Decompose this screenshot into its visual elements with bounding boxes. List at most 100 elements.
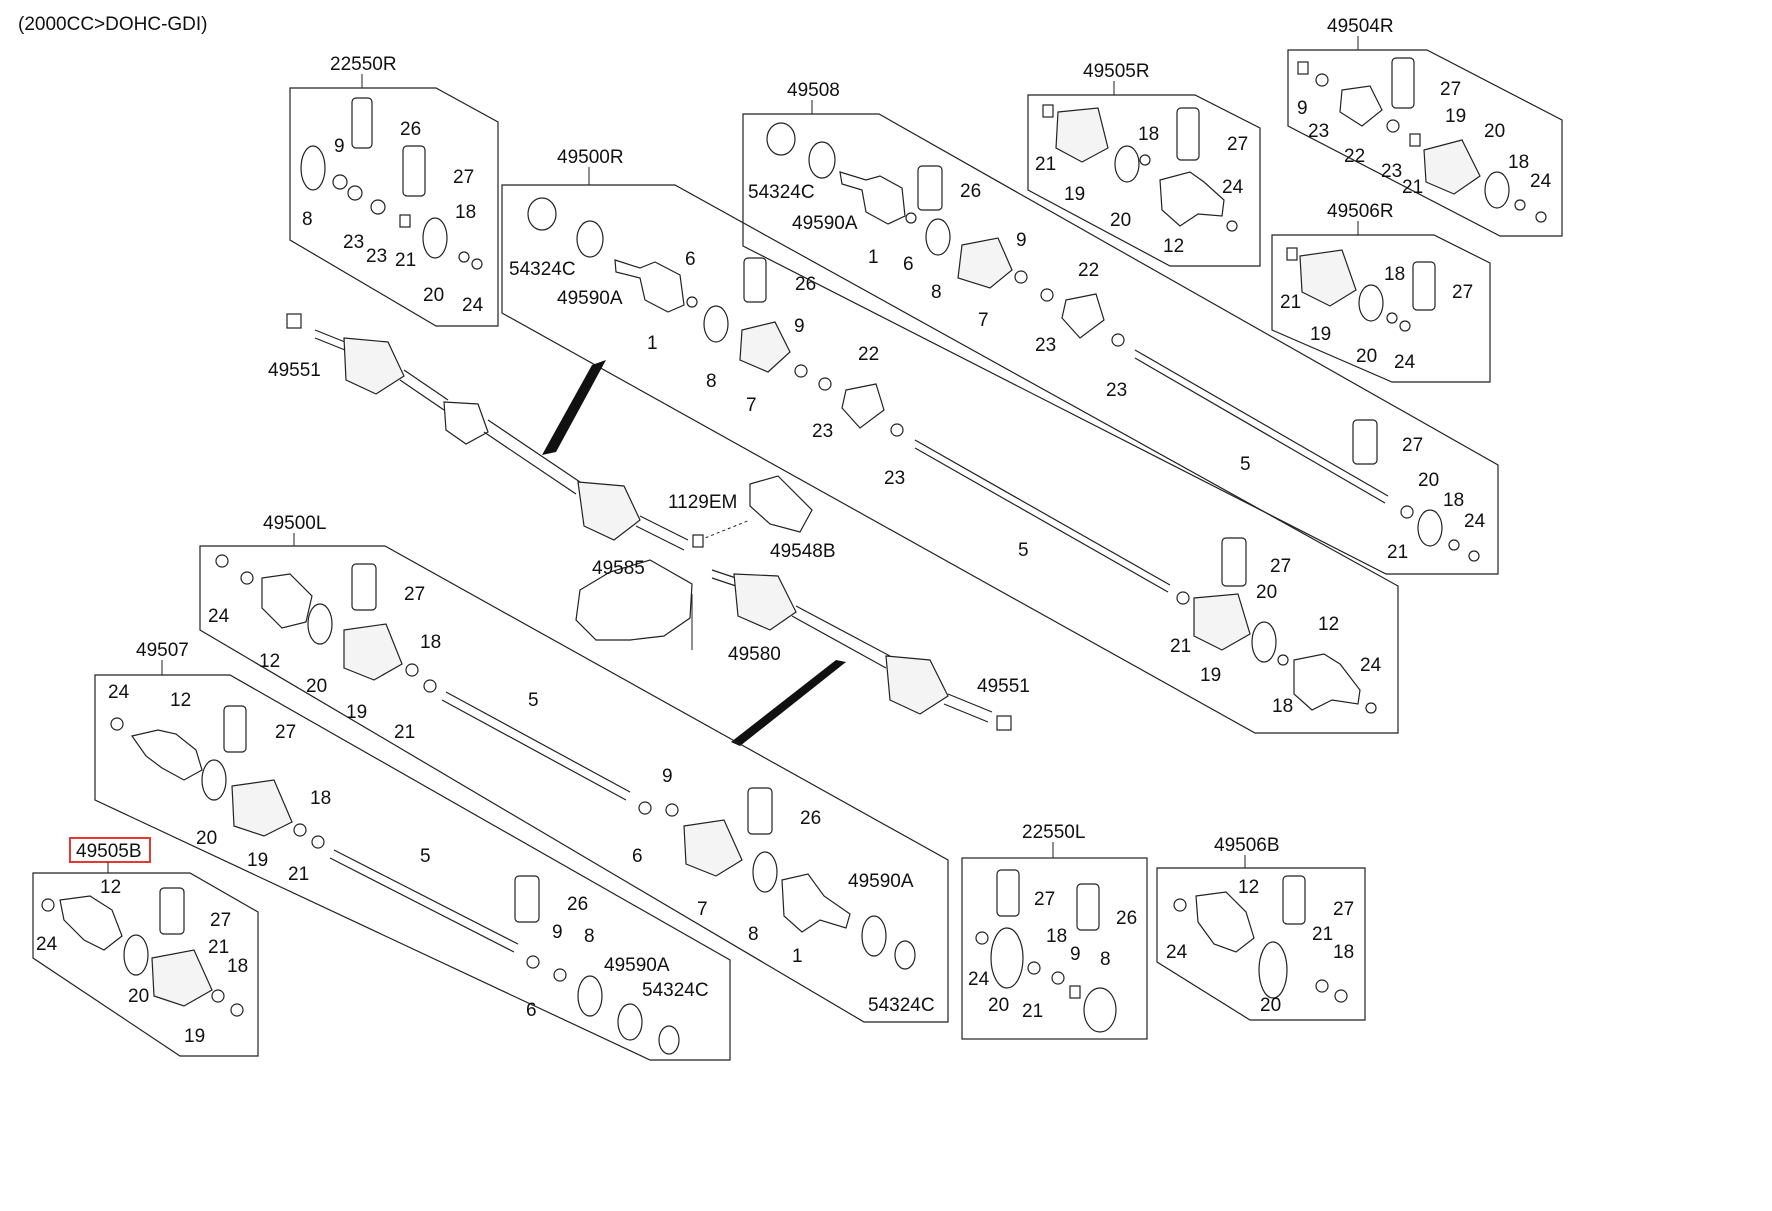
svg-text:18: 18: [310, 788, 331, 809]
group-49505B: 49505B 12 27 24 20 21 18 19: [32, 837, 259, 1057]
svg-text:21: 21: [1280, 292, 1301, 313]
svg-text:24: 24: [208, 606, 230, 627]
svg-text:54324C: 54324C: [509, 259, 576, 280]
svg-text:5: 5: [1018, 540, 1029, 561]
svg-text:20: 20: [1356, 346, 1377, 367]
svg-text:8: 8: [931, 282, 942, 303]
svg-text:26: 26: [1116, 908, 1137, 929]
part-label-49551-bottom[interactable]: 49551: [977, 676, 1030, 697]
svg-text:12: 12: [1318, 614, 1339, 635]
svg-text:6: 6: [526, 1000, 537, 1021]
svg-text:9: 9: [552, 922, 563, 943]
svg-text:20: 20: [423, 285, 444, 306]
svg-text:21: 21: [1035, 154, 1056, 175]
svg-text:5: 5: [1240, 454, 1251, 475]
group-label-49504R[interactable]: 49504R: [1327, 16, 1394, 37]
group-label-49508[interactable]: 49508: [787, 80, 840, 101]
group-label-22550L[interactable]: 22550L: [1022, 822, 1085, 843]
svg-text:21: 21: [1402, 177, 1423, 198]
svg-text:19: 19: [1445, 106, 1466, 127]
svg-text:27: 27: [453, 167, 474, 188]
svg-text:27: 27: [1333, 899, 1354, 920]
group-label-49506B[interactable]: 49506B: [1214, 835, 1280, 856]
group-label-49506R[interactable]: 49506R: [1327, 201, 1394, 222]
svg-text:7: 7: [746, 395, 757, 416]
highlight-box-49505B: [69, 837, 151, 863]
svg-text:24: 24: [1530, 171, 1552, 192]
svg-text:27: 27: [275, 722, 296, 743]
svg-text:18: 18: [1333, 942, 1354, 963]
part-label-1129EM[interactable]: 1129EM: [668, 492, 737, 513]
svg-text:23: 23: [1106, 380, 1127, 401]
svg-text:23: 23: [343, 232, 364, 253]
svg-text:24: 24: [108, 682, 130, 703]
svg-text:24: 24: [462, 295, 484, 316]
svg-text:26: 26: [567, 894, 588, 915]
svg-text:8: 8: [302, 209, 313, 230]
svg-text:22: 22: [1078, 260, 1099, 281]
svg-text:20: 20: [1484, 121, 1505, 142]
svg-text:21: 21: [1387, 542, 1408, 563]
svg-text:49590A: 49590A: [604, 955, 670, 976]
svg-text:9: 9: [1016, 230, 1027, 251]
group-label-49500L[interactable]: 49500L: [263, 513, 326, 534]
hub-nut: [286, 313, 302, 329]
svg-text:19: 19: [247, 850, 268, 871]
right-outboard-parts: 27 20 12 21 24 19 18: [1170, 537, 1382, 717]
group-label-22550R[interactable]: 22550R: [330, 54, 397, 75]
svg-text:18: 18: [1272, 696, 1293, 717]
svg-text:5: 5: [528, 690, 539, 711]
svg-text:26: 26: [400, 119, 421, 140]
part-label-49585[interactable]: 49585: [592, 558, 645, 579]
part-label-49551-top[interactable]: 49551: [268, 360, 321, 381]
svg-text:23: 23: [1308, 121, 1329, 142]
svg-text:23: 23: [1035, 335, 1056, 356]
svg-text:21: 21: [208, 937, 229, 958]
svg-text:23: 23: [1381, 161, 1402, 182]
svg-text:21: 21: [1312, 924, 1333, 945]
group-49505R: 49505R 18 27 21 19 20 24 12: [1027, 61, 1261, 267]
svg-text:23: 23: [366, 246, 387, 267]
svg-text:18: 18: [1384, 264, 1405, 285]
svg-text:21: 21: [288, 864, 309, 885]
svg-text:8: 8: [584, 926, 595, 947]
svg-text:1: 1: [792, 946, 803, 967]
svg-text:18: 18: [455, 202, 476, 223]
svg-text:9: 9: [1297, 98, 1308, 119]
svg-text:20: 20: [1110, 210, 1131, 231]
svg-text:27: 27: [1402, 435, 1423, 456]
bearing-bracket: [575, 559, 693, 641]
svg-text:6: 6: [685, 249, 696, 270]
svg-text:5: 5: [420, 846, 431, 867]
svg-text:27: 27: [1270, 556, 1291, 577]
svg-text:18: 18: [1046, 926, 1067, 947]
svg-text:27: 27: [1440, 79, 1461, 100]
svg-text:7: 7: [697, 899, 708, 920]
svg-text:54324C: 54324C: [748, 182, 815, 203]
group-label-49505R[interactable]: 49505R: [1083, 61, 1150, 82]
grease-tube-27: [402, 145, 426, 197]
svg-text:6: 6: [632, 846, 643, 867]
group-label-49505B[interactable]: 49505B: [76, 841, 142, 862]
group-49508: 49508 54324C 49590A 26 1 6 8 9 7 22 23 2…: [742, 80, 1499, 575]
group-label-49500R[interactable]: 49500R: [557, 147, 624, 168]
svg-text:6: 6: [903, 254, 914, 275]
group-49500R: 49500R 54324C 49590A 6 26 1 8 9 7 22 23 …: [501, 147, 1486, 734]
svg-text:49590A: 49590A: [792, 213, 858, 234]
svg-text:12: 12: [170, 690, 191, 711]
part-label-49548B[interactable]: 49548B: [770, 541, 836, 562]
group-49506R: 49506R 18 27 21 19 20 24: [1271, 201, 1491, 383]
band-clamp-8: [300, 145, 326, 191]
svg-text:20: 20: [306, 676, 327, 697]
part-label-49580[interactable]: 49580: [728, 644, 781, 665]
svg-text:27: 27: [210, 910, 231, 931]
svg-text:1: 1: [868, 247, 879, 268]
svg-text:19: 19: [1310, 324, 1331, 345]
svg-text:49590A: 49590A: [848, 871, 914, 892]
svg-text:7: 7: [978, 310, 989, 331]
group-label-49507[interactable]: 49507: [136, 640, 189, 661]
svg-text:21: 21: [1022, 1001, 1043, 1022]
svg-text:12: 12: [1238, 877, 1259, 898]
group-49500L: 49500L 24 27 12 20 18 19 21 5 9 26 6 7 8…: [199, 513, 949, 1023]
